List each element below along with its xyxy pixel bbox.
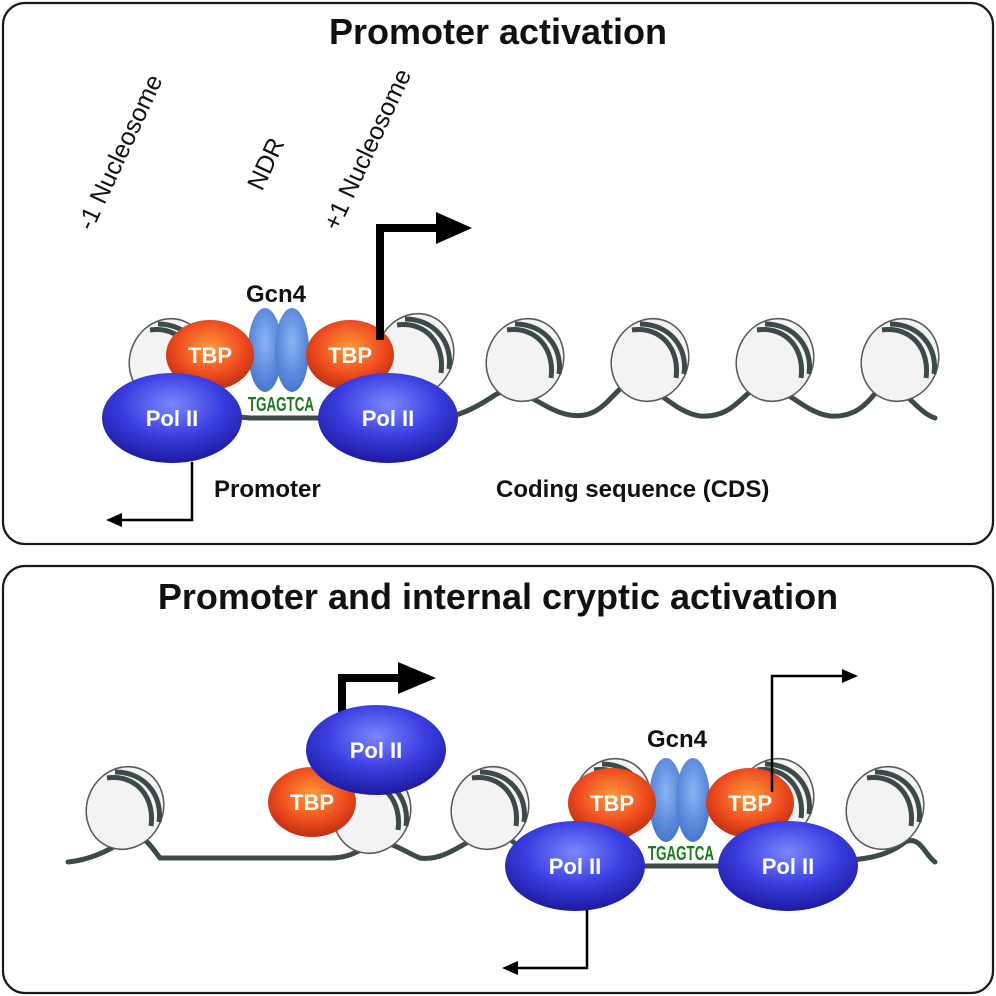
antisense-transcription-arrow — [514, 910, 589, 970]
motif-logo: TGAGTCA — [648, 843, 714, 865]
tbp-protein — [306, 320, 394, 390]
nucleosome — [450, 765, 530, 851]
arrow-head — [398, 662, 436, 694]
bottom-panel: Promoter and internal cryptic activation — [1, 564, 995, 995]
cryptic-sense-arrow — [770, 674, 846, 792]
nucleosome — [845, 765, 925, 851]
arrow-head — [502, 961, 518, 975]
nucleosome — [735, 317, 815, 403]
pol2-protein — [102, 373, 242, 463]
nucleosome — [85, 765, 165, 851]
nucleosome — [485, 317, 565, 403]
top-panel-title: Promoter activation — [329, 11, 667, 52]
promoter-label: Promoter — [214, 476, 321, 503]
pol2-protein — [505, 821, 645, 911]
pol2-label: Pol II — [146, 406, 199, 431]
tbp-label: TBP — [328, 343, 372, 368]
pol2-label: Pol II — [762, 854, 815, 879]
gcn4-label: Gcn4 — [647, 726, 708, 753]
antisense-transcription-arrow — [118, 462, 194, 522]
arrow-head — [842, 669, 858, 683]
sense-transcription-arrow — [376, 224, 440, 340]
cds-label: Coding sequence (CDS) — [496, 476, 769, 503]
pol2-protein — [718, 821, 858, 911]
tbp-label: TBP — [290, 790, 334, 815]
pol2-label: Pol II — [350, 738, 403, 763]
tbp-label: TBP — [728, 791, 772, 816]
pol2-label: Pol II — [362, 406, 415, 431]
nucleosome — [860, 317, 940, 403]
gcn4-protein — [248, 308, 282, 392]
gcn4-label: Gcn4 — [246, 281, 307, 308]
tbp-label: TBP — [188, 343, 232, 368]
gcn4-protein — [676, 758, 710, 842]
bottom-panel-title: Promoter and internal cryptic activation — [158, 576, 838, 617]
pol2-protein — [306, 705, 446, 795]
tbp-protein — [568, 768, 656, 838]
motif-logo: TGAGTCA — [248, 394, 314, 416]
arrow-head — [106, 513, 122, 527]
nucleosome — [610, 317, 690, 403]
top-panel-frame — [1, 1, 995, 546]
arrow-head — [436, 212, 472, 244]
top-panel: Promoter activation -1 Nucleosome NDR +1… — [1, 1, 995, 546]
tbp-protein — [166, 320, 254, 390]
tbp-label: TBP — [590, 791, 634, 816]
gcn4-protein — [649, 758, 683, 842]
gcn4-protein — [275, 308, 309, 392]
pol2-protein — [318, 373, 458, 463]
pol2-label: Pol II — [549, 854, 602, 879]
sense-transcription-arrow — [338, 674, 400, 720]
